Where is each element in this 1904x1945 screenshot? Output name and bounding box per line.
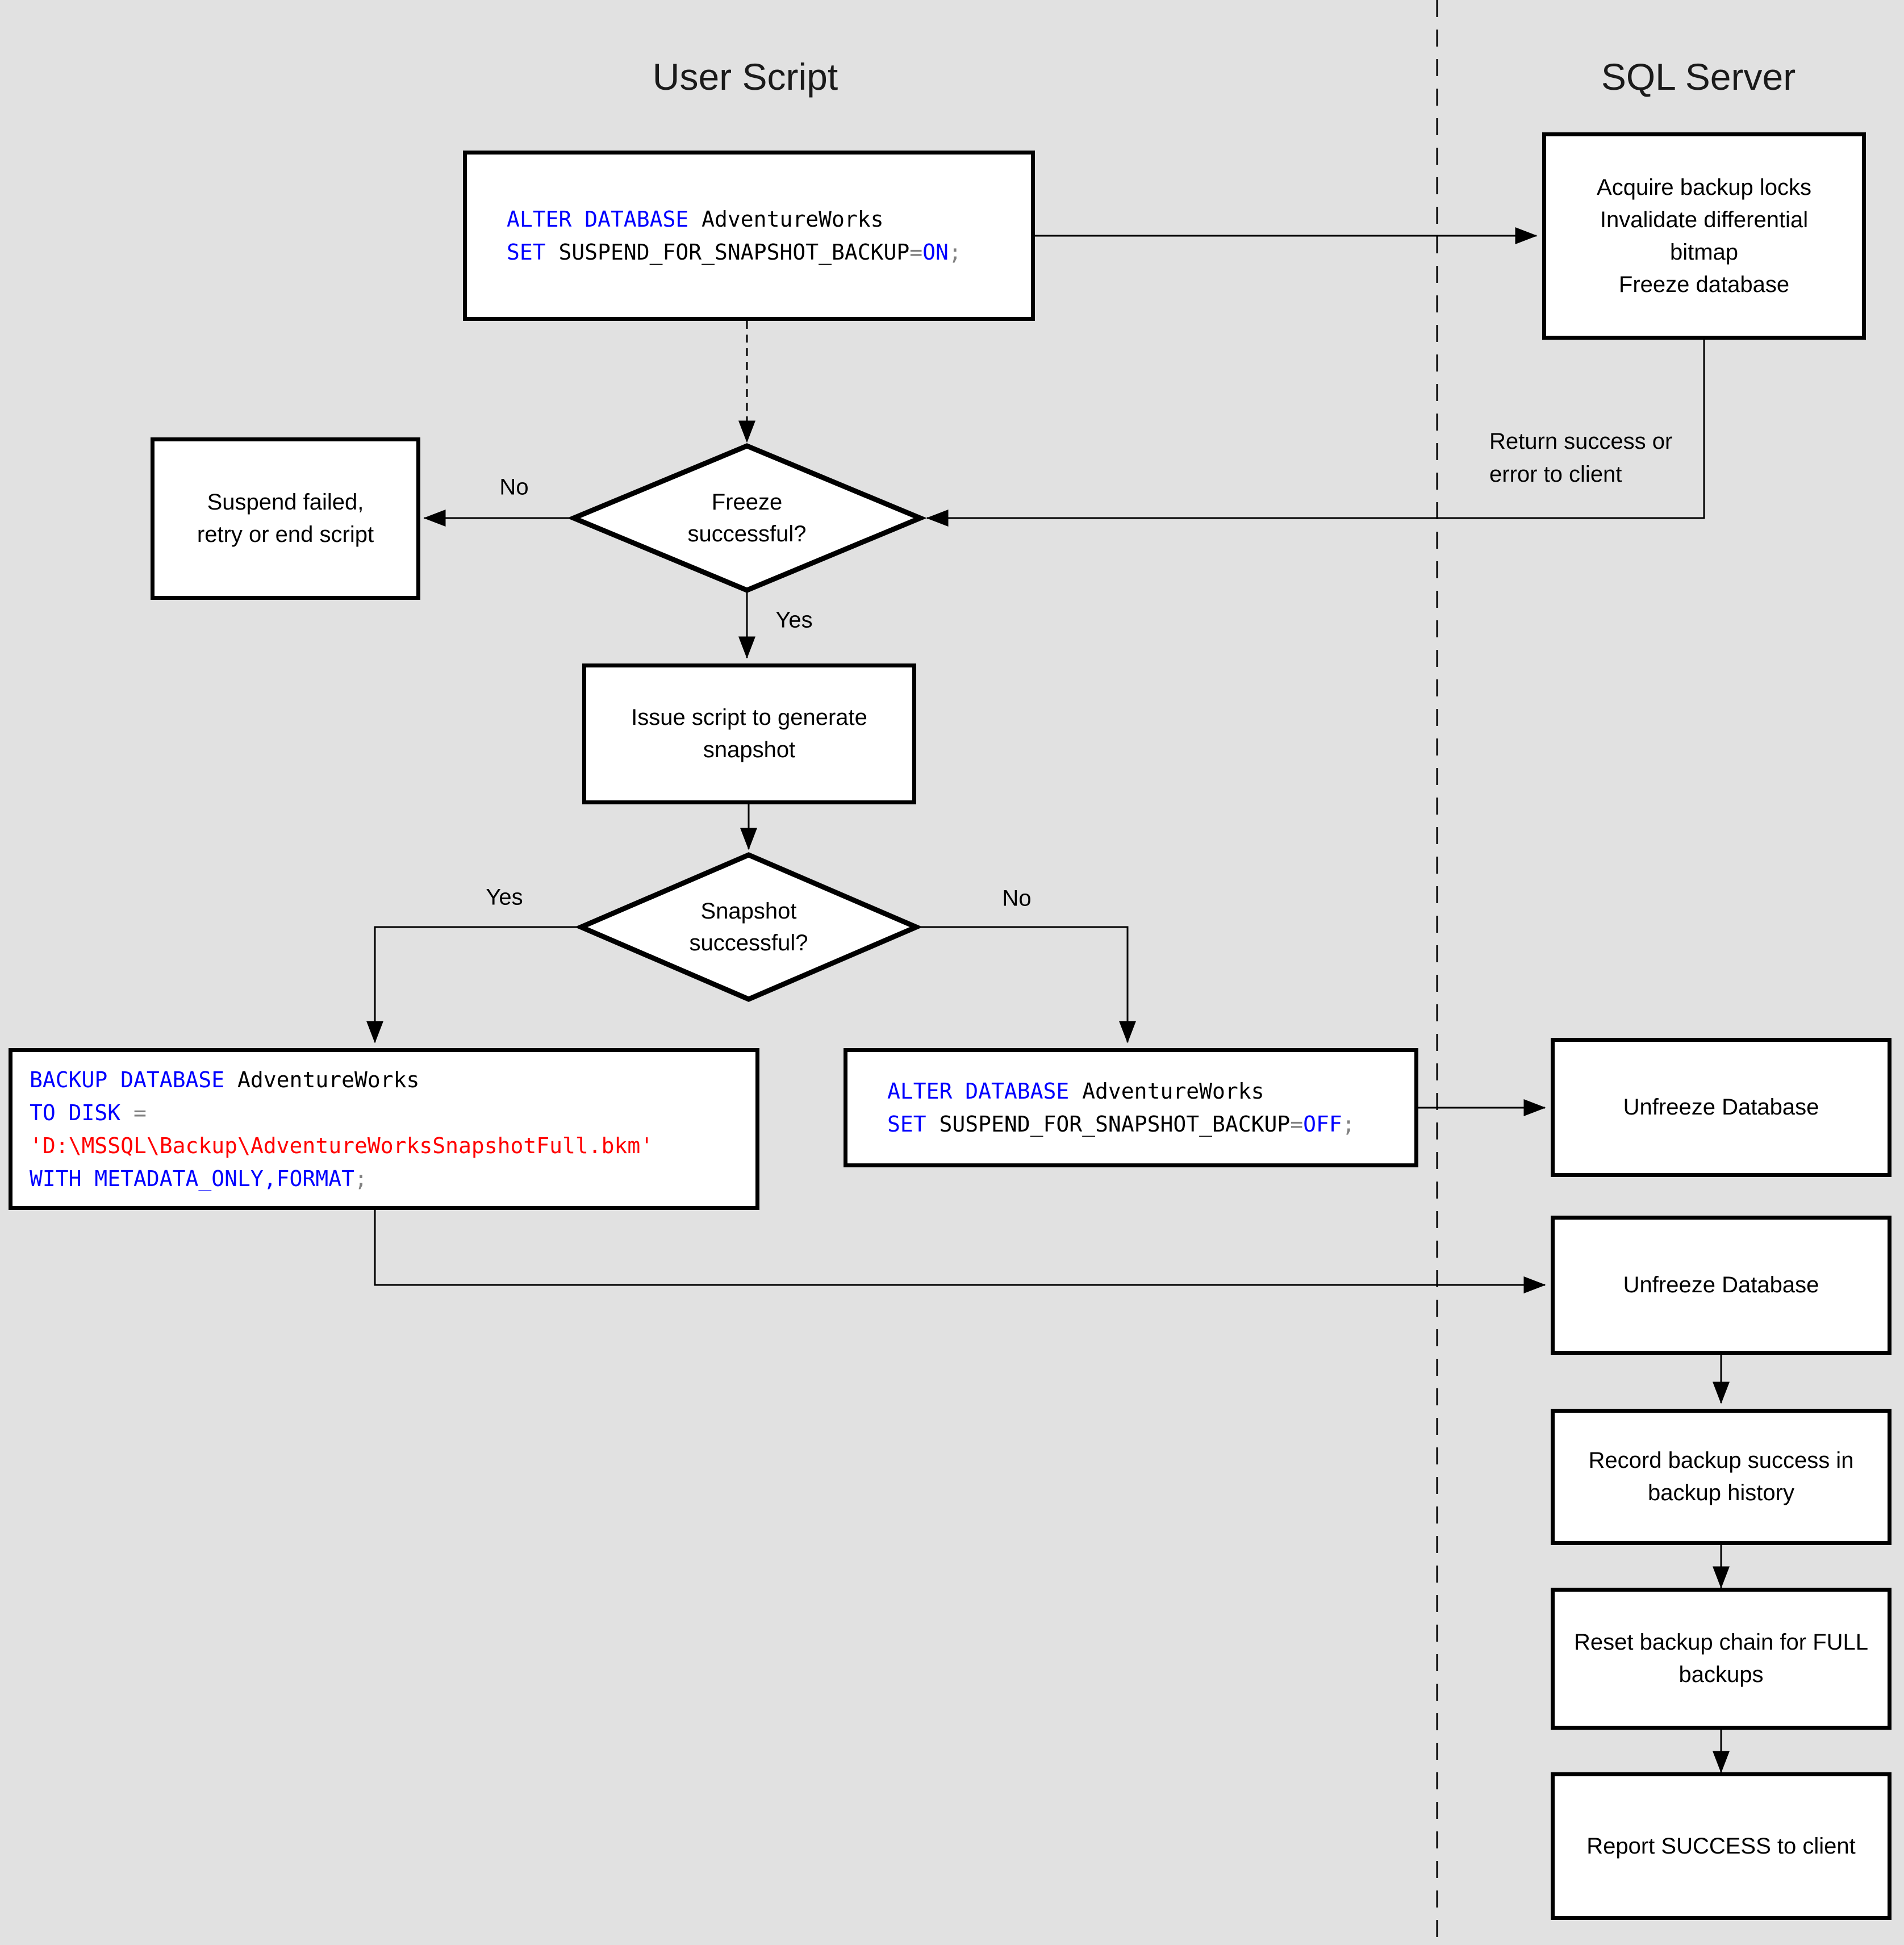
- node-issue-script: Issue script to generate snapshot: [582, 663, 916, 804]
- node-line: Unfreeze Database: [1623, 1095, 1819, 1120]
- node-line: Unfreeze Database: [1623, 1272, 1819, 1297]
- return-success-label: Return success or error to client: [1489, 425, 1672, 491]
- node-alter-database-on: ALTER DATABASE AdventureWorks SET SUSPEN…: [463, 151, 1035, 321]
- code-line: WITH METADATA_ONLY,FORMAT;: [30, 1166, 368, 1191]
- node-line: bitmap: [1669, 239, 1739, 265]
- snapshot-decision-diamond: [574, 852, 923, 1002]
- code-line: ALTER DATABASE AdventureWorks: [507, 207, 884, 232]
- freeze-decision-label: Freeze successful?: [688, 486, 807, 550]
- code-line: TO DISK =: [30, 1100, 147, 1125]
- node-line: snapshot: [703, 737, 796, 762]
- freeze-decision-diamond: [567, 443, 927, 593]
- code-line: SET SUSPEND_FOR_SNAPSHOT_BACKUP=ON;: [507, 240, 962, 265]
- lane-title-sql-server: SQL Server: [1601, 56, 1796, 98]
- connector-backup-to-unfreeze2: [374, 1210, 1546, 1293]
- node-line: Snapshot: [700, 899, 797, 924]
- node-unfreeze-database-2: Unfreeze Database: [1551, 1216, 1892, 1355]
- node-report-success: Report SUCCESS to client: [1551, 1772, 1892, 1920]
- node-backup-database: BACKUP DATABASE AdventureWorks TO DISK =…: [9, 1048, 759, 1210]
- node-line: Issue script to generate: [631, 705, 867, 730]
- edge-label-freeze-no: No: [499, 474, 529, 500]
- node-line: Report SUCCESS to client: [1586, 1833, 1856, 1859]
- connector-snapshot-no-to-alter-off: [916, 926, 1136, 1044]
- node-suspend-failed: Suspend failed, retry or end script: [151, 437, 420, 600]
- node-line: Invalidate differential: [1600, 207, 1809, 232]
- edge-label-freeze-yes: Yes: [775, 607, 813, 633]
- node-line: Freeze: [711, 490, 783, 515]
- lane-title-user-script: User Script: [652, 56, 838, 98]
- node-line: successful?: [687, 521, 807, 546]
- code-line: ALTER DATABASE AdventureWorks: [887, 1079, 1264, 1104]
- code-line: BACKUP DATABASE AdventureWorks: [30, 1067, 420, 1092]
- snapshot-decision-label: Snapshot successful?: [690, 895, 808, 959]
- node-line: Suspend failed,: [207, 490, 364, 515]
- edge-label-snapshot-yes: Yes: [486, 884, 523, 910]
- node-line: backup history: [1648, 1480, 1794, 1505]
- node-acquire-backup-locks: Acquire backup locks Invalidate differen…: [1542, 132, 1866, 340]
- node-unfreeze-database-1: Unfreeze Database: [1551, 1038, 1892, 1177]
- return-label-line1: Return success or: [1489, 429, 1673, 454]
- node-line: backups: [1678, 1662, 1764, 1687]
- code-line: 'D:\MSSQL\Backup\AdventureWorksSnapshotF…: [30, 1133, 654, 1158]
- edge-label-snapshot-no: No: [1002, 886, 1032, 911]
- connector-acquire-to-freeze-decision: [926, 340, 1705, 527]
- node-line: Freeze database: [1618, 272, 1790, 297]
- node-line: retry or end script: [197, 522, 374, 547]
- code-line: SET SUSPEND_FOR_SNAPSHOT_BACKUP=OFF;: [887, 1112, 1355, 1137]
- node-alter-database-off: ALTER DATABASE AdventureWorks SET SUSPEN…: [844, 1048, 1418, 1167]
- node-line: Reset backup chain for FULL: [1573, 1630, 1869, 1655]
- node-record-backup-success: Record backup success in backup history: [1551, 1409, 1892, 1545]
- node-line: successful?: [689, 930, 808, 955]
- node-line: Record backup success in: [1588, 1448, 1854, 1473]
- node-line: Acquire backup locks: [1597, 174, 1811, 200]
- connector-snapshot-yes-to-backup: [366, 926, 581, 1044]
- return-label-line2: error to client: [1489, 462, 1622, 487]
- node-reset-backup-chain: Reset backup chain for FULL backups: [1551, 1588, 1892, 1730]
